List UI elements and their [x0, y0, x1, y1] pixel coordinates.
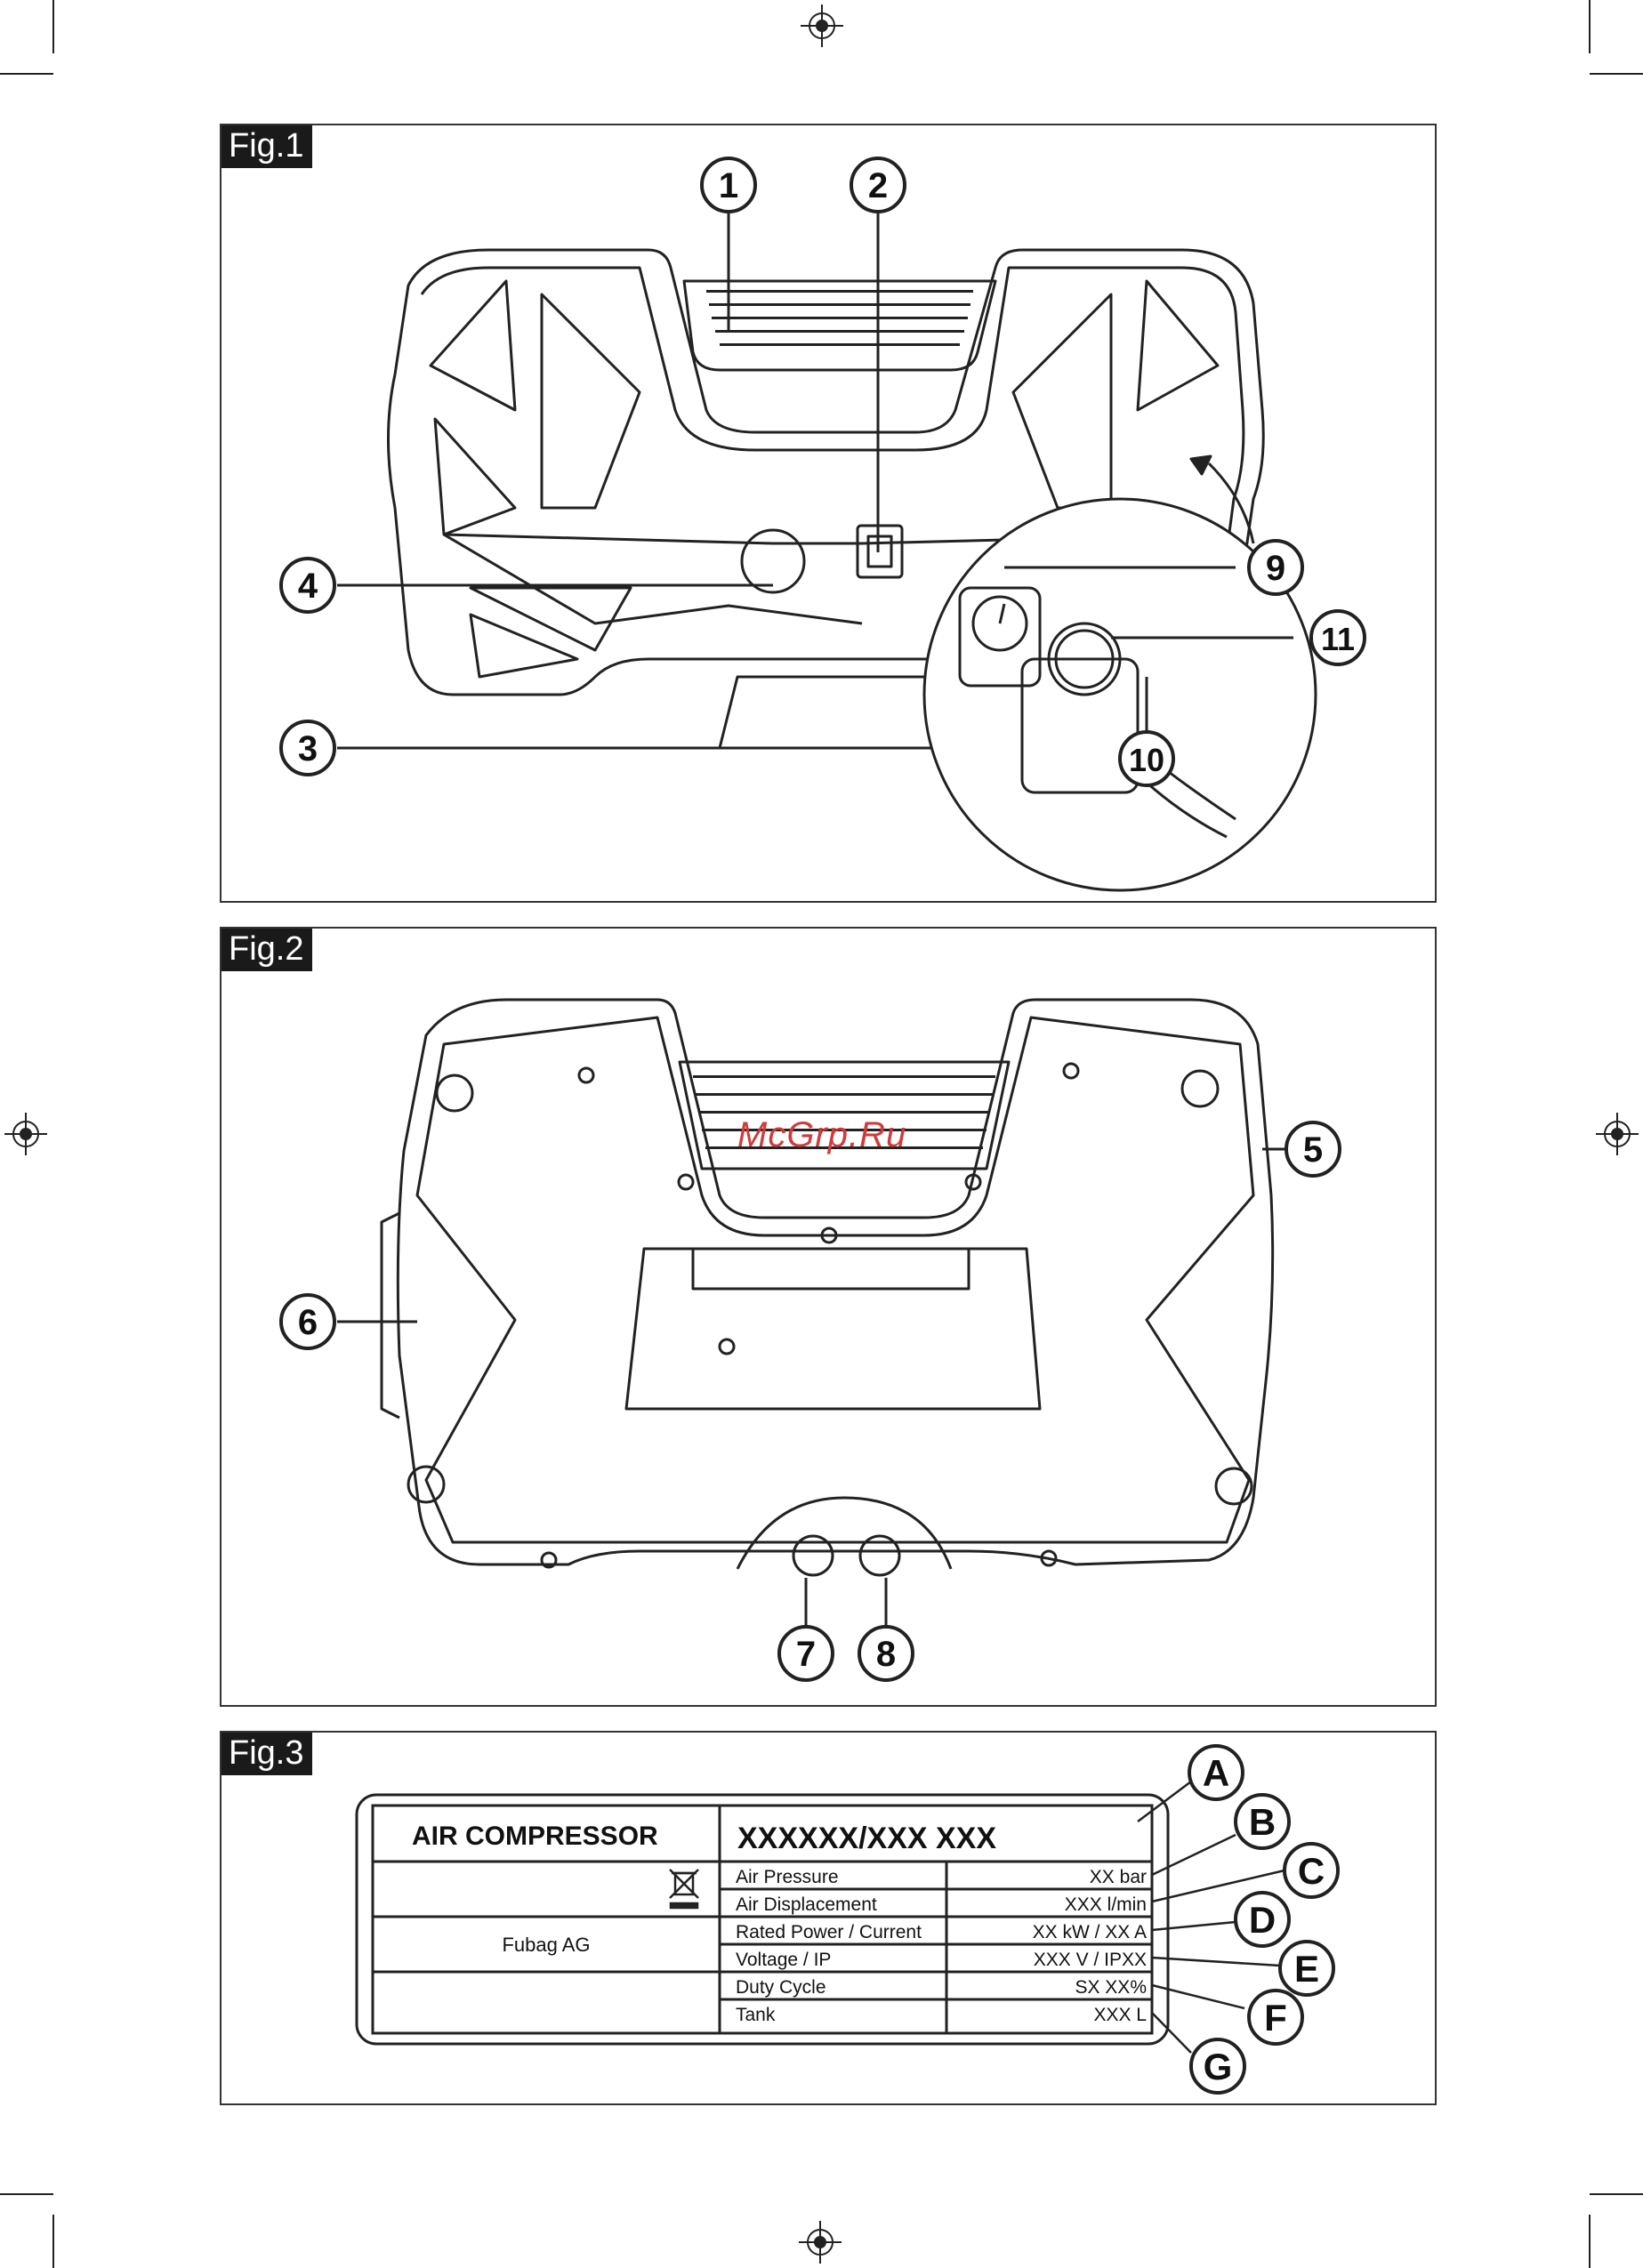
callout-10-text: 10 — [1129, 742, 1164, 778]
callout-B-text: B — [1249, 1801, 1276, 1843]
plate-row-value: XXX L — [1093, 2005, 1147, 2025]
callout-G-text: G — [1204, 2046, 1233, 2087]
figure-1-panel: Fig.1 — [220, 124, 1437, 903]
plate-row-label: Duty Cycle — [736, 1977, 826, 1998]
callout-1-text: 1 — [719, 166, 738, 205]
rating-plate: A B C D E F G AIR COMPRESSOR XXXXXX/XXX … — [221, 1733, 1438, 2107]
callout-F-text: F — [1264, 1997, 1287, 2039]
plate-row-label: Voltage / IP — [736, 1950, 831, 1970]
watermark: McGrp.Ru — [737, 1115, 906, 1155]
weee-bin-icon — [670, 1870, 698, 1908]
callout-C-text: C — [1298, 1850, 1325, 1892]
plate-row-label: Rated Power / Current — [736, 1922, 922, 1942]
callout-9-text: 9 — [1266, 549, 1285, 588]
plate-row-value: XX bar — [1090, 1867, 1147, 1887]
callout-4-text: 4 — [298, 567, 318, 606]
registration-target-left — [4, 1113, 47, 1155]
plate-row-label: Air Pressure — [736, 1867, 839, 1887]
callout-D-text: D — [1249, 1899, 1276, 1941]
callout-5-text: 5 — [1303, 1130, 1323, 1170]
callout-6-text: 6 — [298, 1303, 318, 1342]
plate-row-value: SX XX% — [1075, 1977, 1147, 1998]
plate-row-label: Tank — [736, 2005, 776, 2025]
plate-row-value: XXX V / IPXX — [1034, 1950, 1147, 1970]
figure-3-panel: Fig.3 — [220, 1731, 1437, 2105]
plate-row-value: XXX l/min — [1065, 1894, 1147, 1915]
plate-row-label: Air Displacement — [736, 1894, 877, 1915]
registration-target-bottom — [799, 2221, 842, 2264]
callouts-fig2: 5 6 7 8 — [221, 929, 1438, 1709]
callout-A-text: A — [1203, 1752, 1229, 1794]
plate-row-value: XX kW / XX A — [1033, 1922, 1147, 1942]
callout-7-text: 7 — [796, 1635, 816, 1674]
plate-manufacturer: Fubag AG — [502, 1934, 590, 1956]
figure-2-panel: Fig.2 — [220, 927, 1437, 1707]
callout-8-text: 8 — [876, 1635, 896, 1674]
callout-E-text: E — [1294, 1948, 1319, 1990]
registration-target-right — [1596, 1113, 1639, 1155]
callout-3-text: 3 — [298, 729, 318, 768]
callouts-fig1: 1 2 4 3 9 11 10 — [221, 125, 1438, 905]
registration-target-top — [801, 4, 843, 47]
callout-11-text: 11 — [1321, 621, 1355, 657]
plate-model: XXXXXX/XXX XXX — [737, 1822, 996, 1855]
callout-2-text: 2 — [868, 166, 888, 205]
plate-product: AIR COMPRESSOR — [412, 1822, 658, 1851]
